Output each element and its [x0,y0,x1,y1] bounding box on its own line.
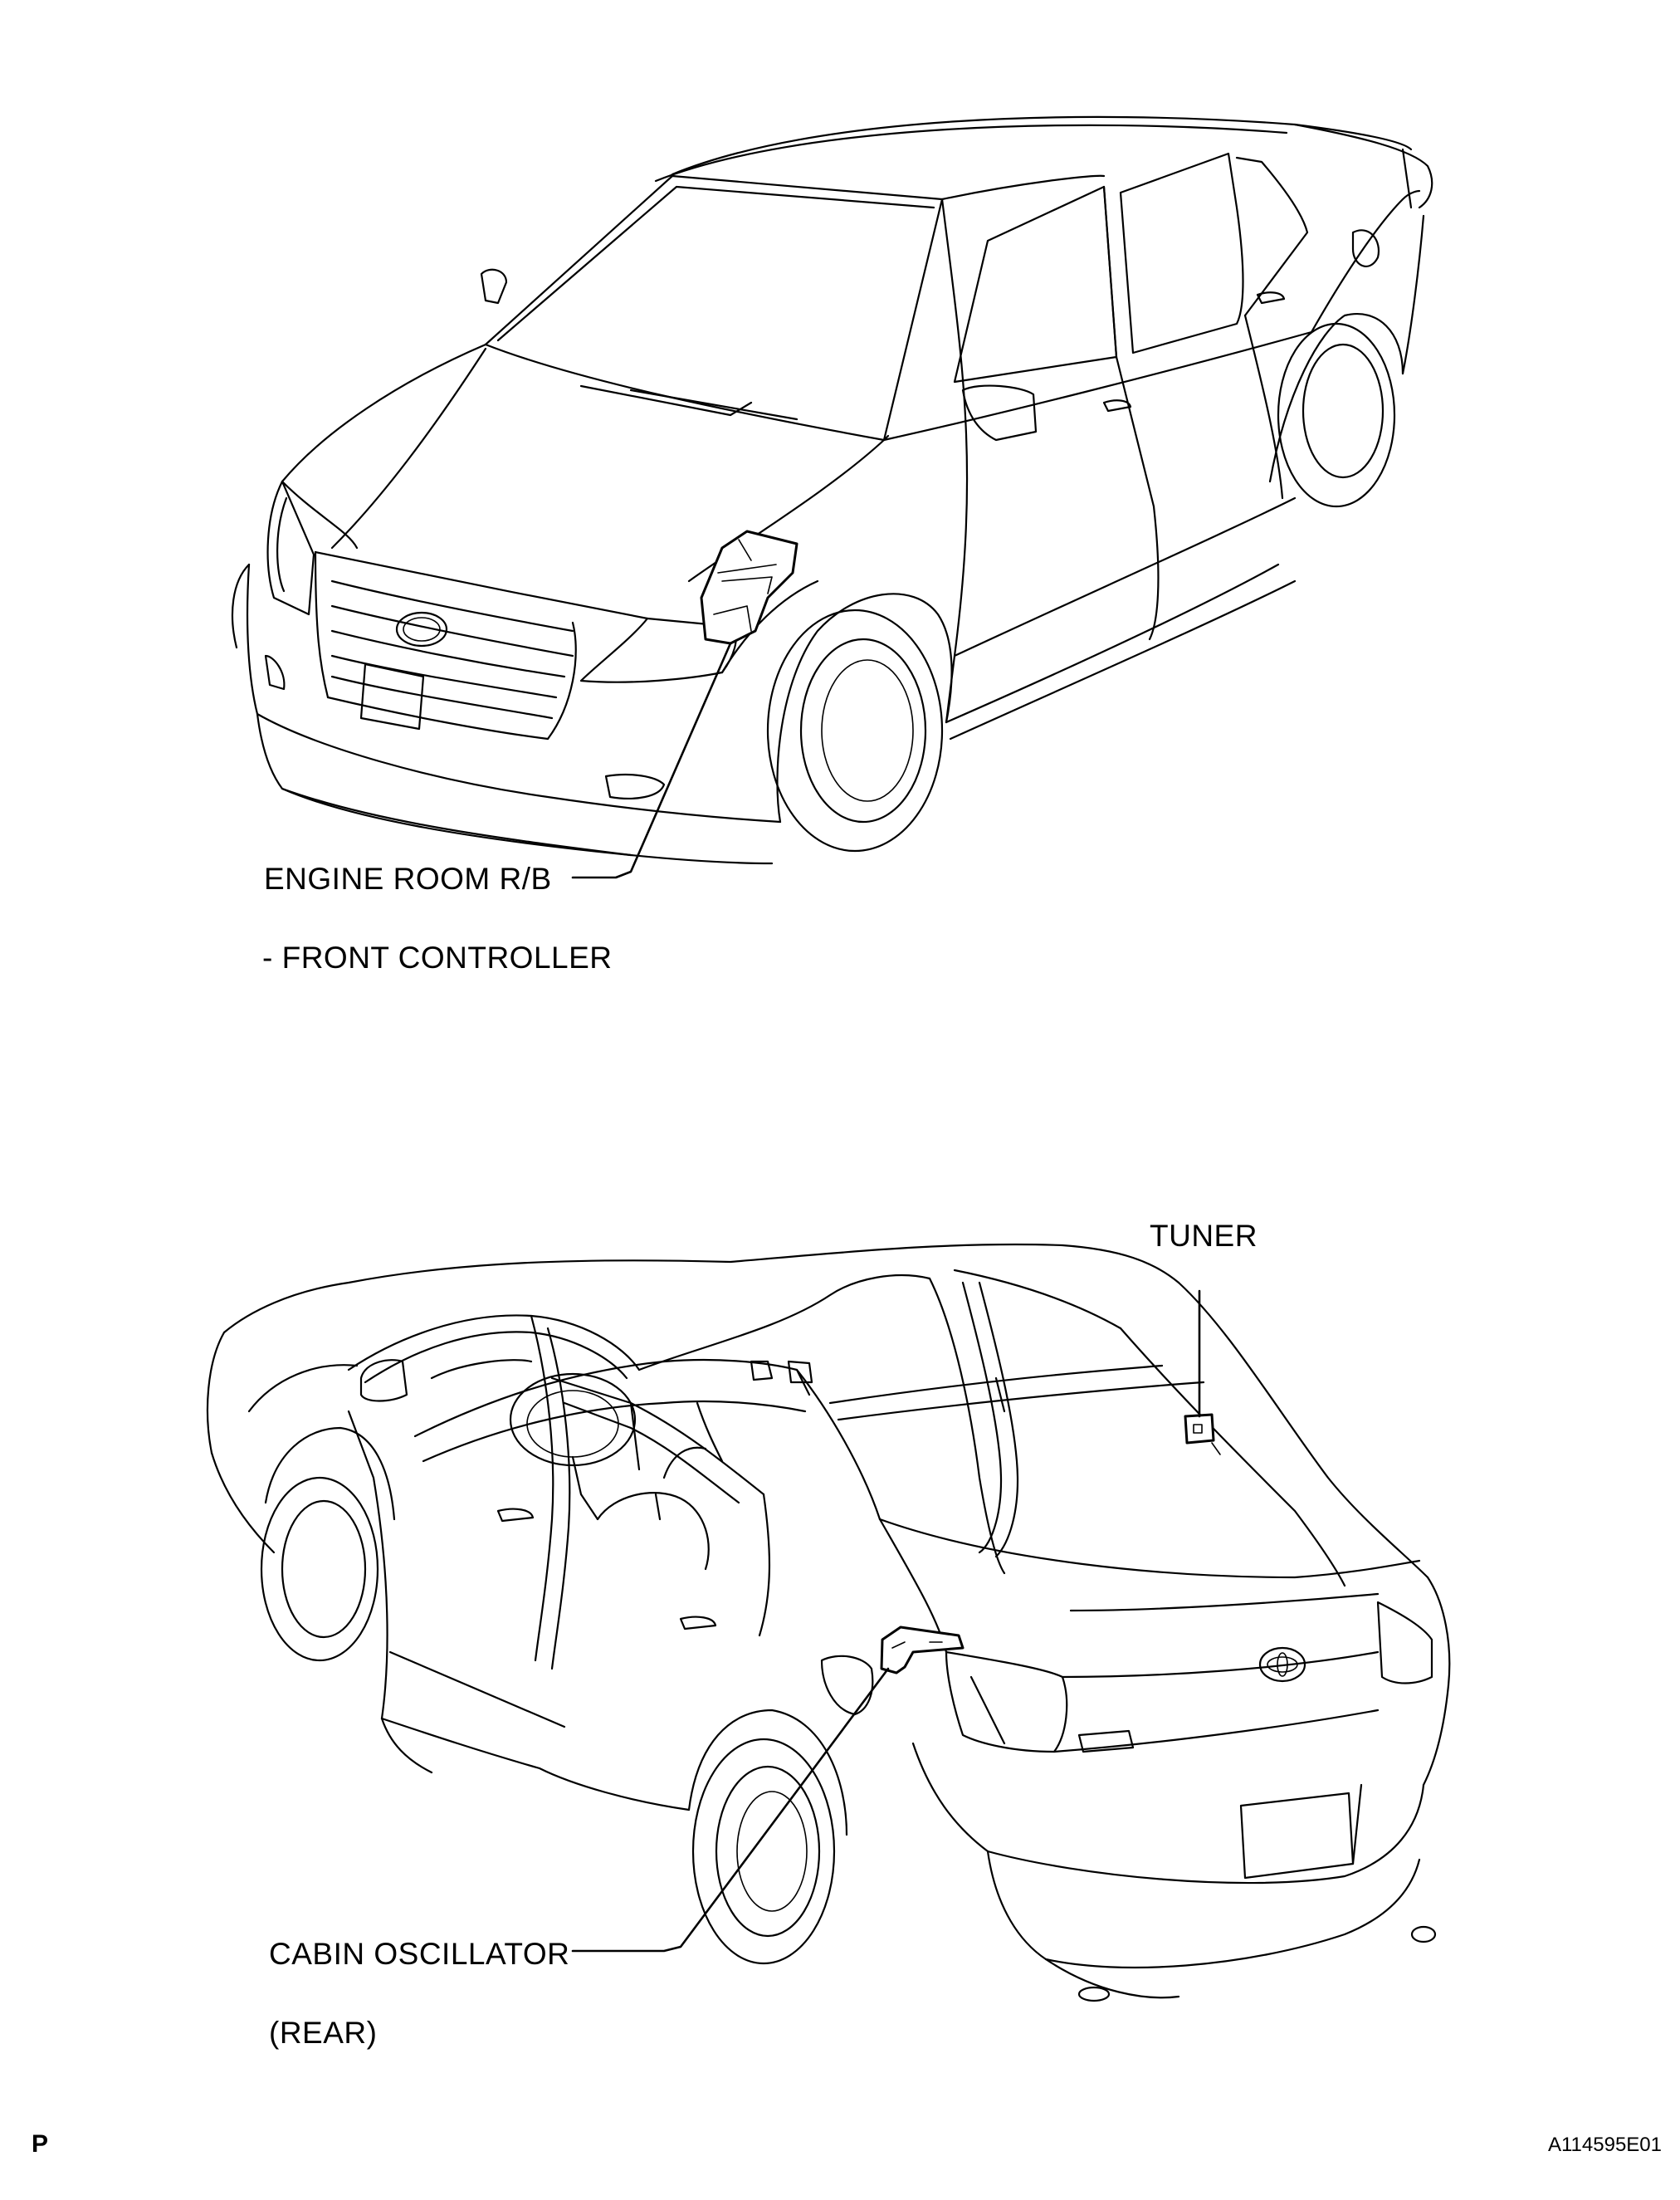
label-tuner: TUNER [1150,1219,1258,1253]
rear-view-car [206,1243,1451,2002]
toyota-emblem-icon [1258,1646,1306,1683]
label-front-controller: - FRONT CONTROLLER [262,941,613,975]
page-mark: P [32,2130,49,2158]
label-rear: (REAR) [269,2016,378,2050]
front-view-car [231,115,1433,879]
label-engine-room-rb: ENGINE ROOM R/B [264,862,552,896]
figure-id: A114595E01 [1547,2134,1662,2156]
label-cabin-oscillator: CABIN OSCILLATOR [269,1937,570,1971]
